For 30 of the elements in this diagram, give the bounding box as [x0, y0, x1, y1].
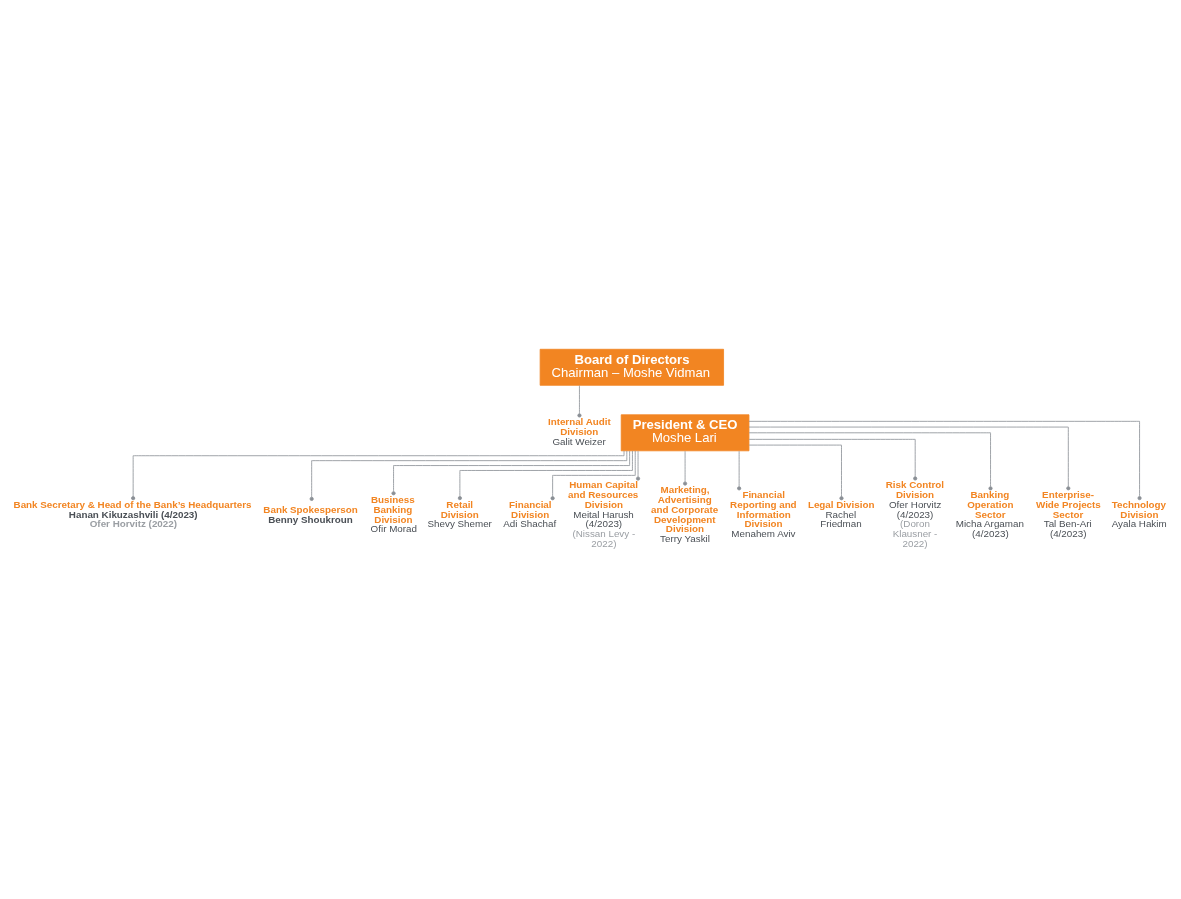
- connector: [748, 431, 993, 490]
- node-text: Bank Spokesperson Benny Shoukroun: [263, 503, 358, 525]
- node-text: Legal Division Rachel Friedman: [807, 498, 875, 529]
- connector: [391, 450, 631, 495]
- node-text: Human Capital and Resources Division Meital Harush (4/2023) (Nissan Levy - 2022): [567, 478, 639, 549]
- node-text: Business Banking Division Ofir Morad: [370, 493, 417, 534]
- node-text: Banking Operation Sector Micha Argaman (4/2023): [955, 488, 1024, 539]
- node-text: Enterprise-Wide Projects Sector Tal Ben-Ari (4/2023): [1035, 488, 1101, 539]
- node-text: Internal Audit Division Galit Weizer: [547, 415, 611, 447]
- connector: [748, 420, 1142, 500]
- connector: [131, 449, 625, 500]
- node-text: Bank Secretary & Head of the Bank’s Headquarters Hanan Kikuzashvili (4/2023) Ofer Horvitz (2022): [13, 498, 252, 529]
- node-text: Financial Reporting and Information Division Menahem Aviv: [730, 488, 797, 539]
- node-text: Financial Division Adi Shachaf: [503, 498, 557, 529]
- connector: [748, 438, 918, 481]
- node-text: Retail Division Shevy Shemer: [427, 498, 492, 529]
- connector: [577, 384, 582, 417]
- connector: [636, 450, 641, 481]
- connector: [737, 450, 742, 490]
- connector: [748, 426, 1071, 490]
- node-box: Board of Directors Chairman – Moshe Vidman: [539, 348, 724, 386]
- node-text: Technology Division Ayala Hakim: [1111, 498, 1167, 529]
- connector: [457, 450, 633, 500]
- node-text: Marketing, Advertising and Corporate Development Division Terry Yaskil: [651, 483, 719, 544]
- node-box: President & CEO Moshe Lari: [620, 413, 750, 451]
- connector: [748, 444, 844, 500]
- connector: [550, 449, 636, 500]
- connector: [683, 450, 688, 486]
- node-text: Risk Control Division Ofer Horvitz (4/2023) (Doron Klausner - 2022): [885, 478, 945, 549]
- connector: [309, 450, 628, 501]
